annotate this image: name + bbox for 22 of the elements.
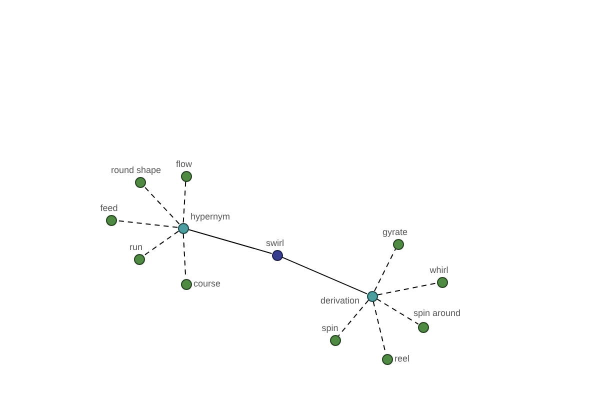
dashed-line bbox=[338, 300, 369, 336]
node-label: whirl bbox=[430, 264, 448, 276]
dashed-line bbox=[143, 230, 179, 256]
dashed-line bbox=[376, 282, 438, 296]
dashed-line bbox=[143, 186, 180, 224]
connector-line bbox=[282, 256, 368, 294]
node-label: swirl bbox=[266, 238, 284, 248]
dashed-line bbox=[374, 248, 396, 292]
node-label: feed bbox=[100, 202, 118, 214]
node-label: flow bbox=[176, 158, 192, 170]
node-label: reel bbox=[394, 354, 410, 364]
node-label: derivation bbox=[320, 296, 360, 306]
node-label: run bbox=[130, 242, 142, 252]
node-label: gyrate bbox=[382, 226, 408, 238]
node-label: spin around bbox=[413, 308, 461, 318]
node-label: course bbox=[194, 278, 221, 290]
node-label: round shape bbox=[110, 164, 162, 176]
dashed-line bbox=[376, 298, 419, 325]
dashed-line bbox=[182, 181, 186, 223]
node-label: spin bbox=[322, 322, 338, 334]
node-label: hypernym bbox=[190, 212, 230, 222]
connector-line bbox=[188, 229, 272, 254]
